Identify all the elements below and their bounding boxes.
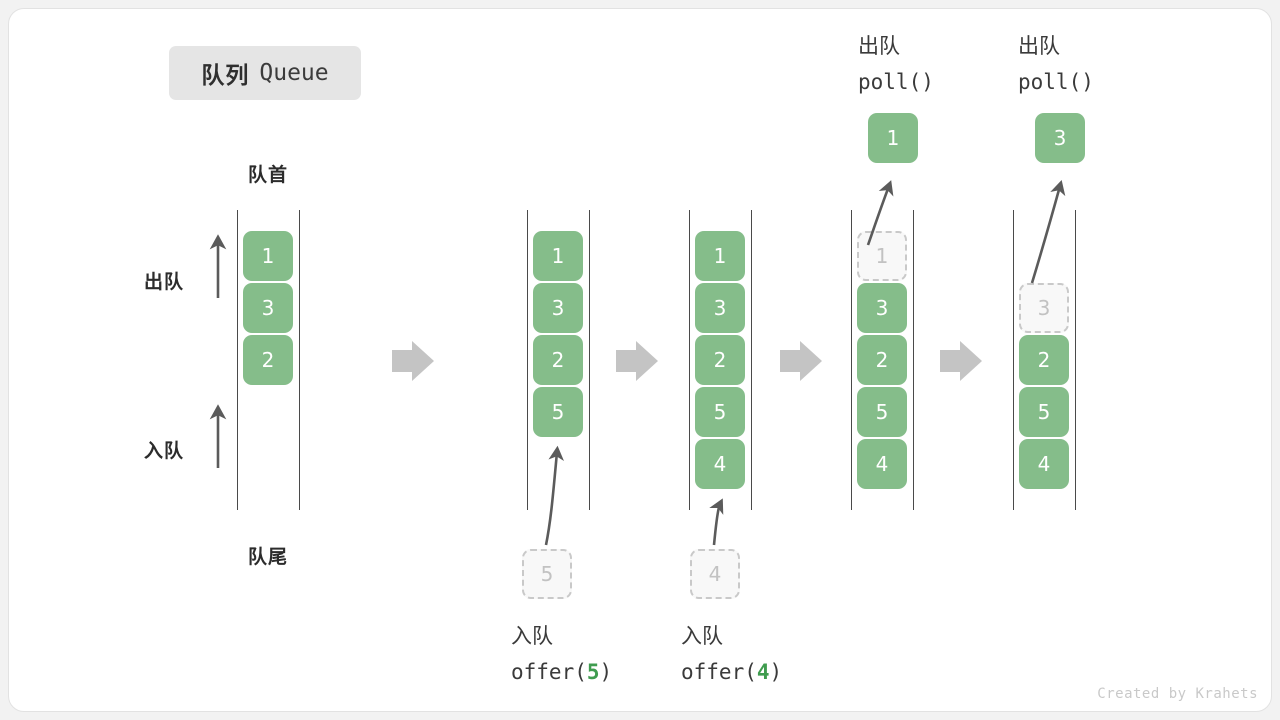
queue-cell-removed: 3 (1019, 283, 1069, 333)
incoming-ghost-cell: 5 (522, 549, 572, 599)
diagram-card (8, 8, 1272, 712)
queue-cell: 2 (695, 335, 745, 385)
queue-cell: 3 (243, 283, 293, 333)
queue-column-offer-4: 1 3 2 5 4 (689, 210, 753, 510)
queue-cell: 2 (533, 335, 583, 385)
diagram-title-chip: 队列 Queue (169, 46, 361, 100)
queue-cell: 2 (1019, 335, 1069, 385)
poll-1-caption-fn: poll() (858, 70, 934, 94)
queue-cell: 5 (1019, 387, 1069, 437)
queue-cell: 1 (533, 231, 583, 281)
queue-column-poll-3: 3 2 5 4 (1013, 210, 1077, 510)
queue-column-initial: 1 3 2 (237, 210, 301, 510)
queue-rail-left (527, 210, 528, 510)
queue-rail-right (751, 210, 752, 510)
offer-5-caption-arg: 5 (586, 660, 600, 684)
dequeue-direction-label: 出队 (144, 271, 185, 293)
queue-cell: 2 (857, 335, 907, 385)
queue-rail-left (237, 210, 238, 510)
offer-5-caption: 入队 offer(5) (511, 618, 612, 690)
queue-rear-label: 队尾 (247, 546, 288, 568)
offer-5-caption-fn: offer( (511, 660, 587, 684)
offer-5-caption-cn: 入队 (511, 624, 553, 648)
queue-cell: 2 (243, 335, 293, 385)
polled-value-cell: 1 (868, 113, 918, 163)
queue-cell: 3 (533, 283, 583, 333)
queue-cell: 5 (695, 387, 745, 437)
enqueue-direction-label: 入队 (144, 440, 185, 462)
queue-front-label: 队首 (247, 164, 288, 186)
queue-rail-left (689, 210, 690, 510)
queue-cell-removed: 1 (857, 231, 907, 281)
polled-value-cell: 3 (1035, 113, 1085, 163)
offer-4-caption: 入队 offer(4) (681, 618, 782, 690)
diagram-title-en: Queue (259, 60, 329, 86)
watermark: Created by Krahets (1097, 686, 1258, 702)
incoming-ghost-cell: 4 (690, 549, 740, 599)
queue-cell: 3 (695, 283, 745, 333)
poll-1-caption-cn: 出队 (858, 34, 900, 58)
poll-3-caption-fn: poll() (1018, 70, 1094, 94)
offer-4-caption-cn: 入队 (681, 624, 723, 648)
queue-cell: 4 (857, 439, 907, 489)
queue-cell: 1 (243, 231, 293, 281)
queue-rail-right (299, 210, 300, 510)
queue-rail-left (851, 210, 852, 510)
queue-cell: 4 (1019, 439, 1069, 489)
queue-cell: 5 (857, 387, 907, 437)
offer-4-caption-arg: 4 (756, 660, 770, 684)
queue-cell-new: 5 (533, 387, 583, 437)
queue-rail-left (1013, 210, 1014, 510)
queue-cell: 3 (857, 283, 907, 333)
offer-4-caption-fn: offer( (681, 660, 757, 684)
queue-cell: 1 (695, 231, 745, 281)
queue-cell-new: 4 (695, 439, 745, 489)
queue-rail-right (1075, 210, 1076, 510)
queue-rail-right (589, 210, 590, 510)
offer-5-caption-close: ) (599, 660, 613, 684)
diagram-title-cn: 队列 (201, 63, 250, 89)
queue-rail-right (913, 210, 914, 510)
poll-3-caption-cn: 出队 (1018, 34, 1060, 58)
poll-3-caption: 出队 poll() (1018, 28, 1094, 100)
queue-column-poll-1: 1 3 2 5 4 (851, 210, 915, 510)
queue-column-offer-5: 1 3 2 5 (527, 210, 591, 510)
offer-4-caption-close: ) (769, 660, 783, 684)
poll-1-caption: 出队 poll() (858, 28, 934, 100)
